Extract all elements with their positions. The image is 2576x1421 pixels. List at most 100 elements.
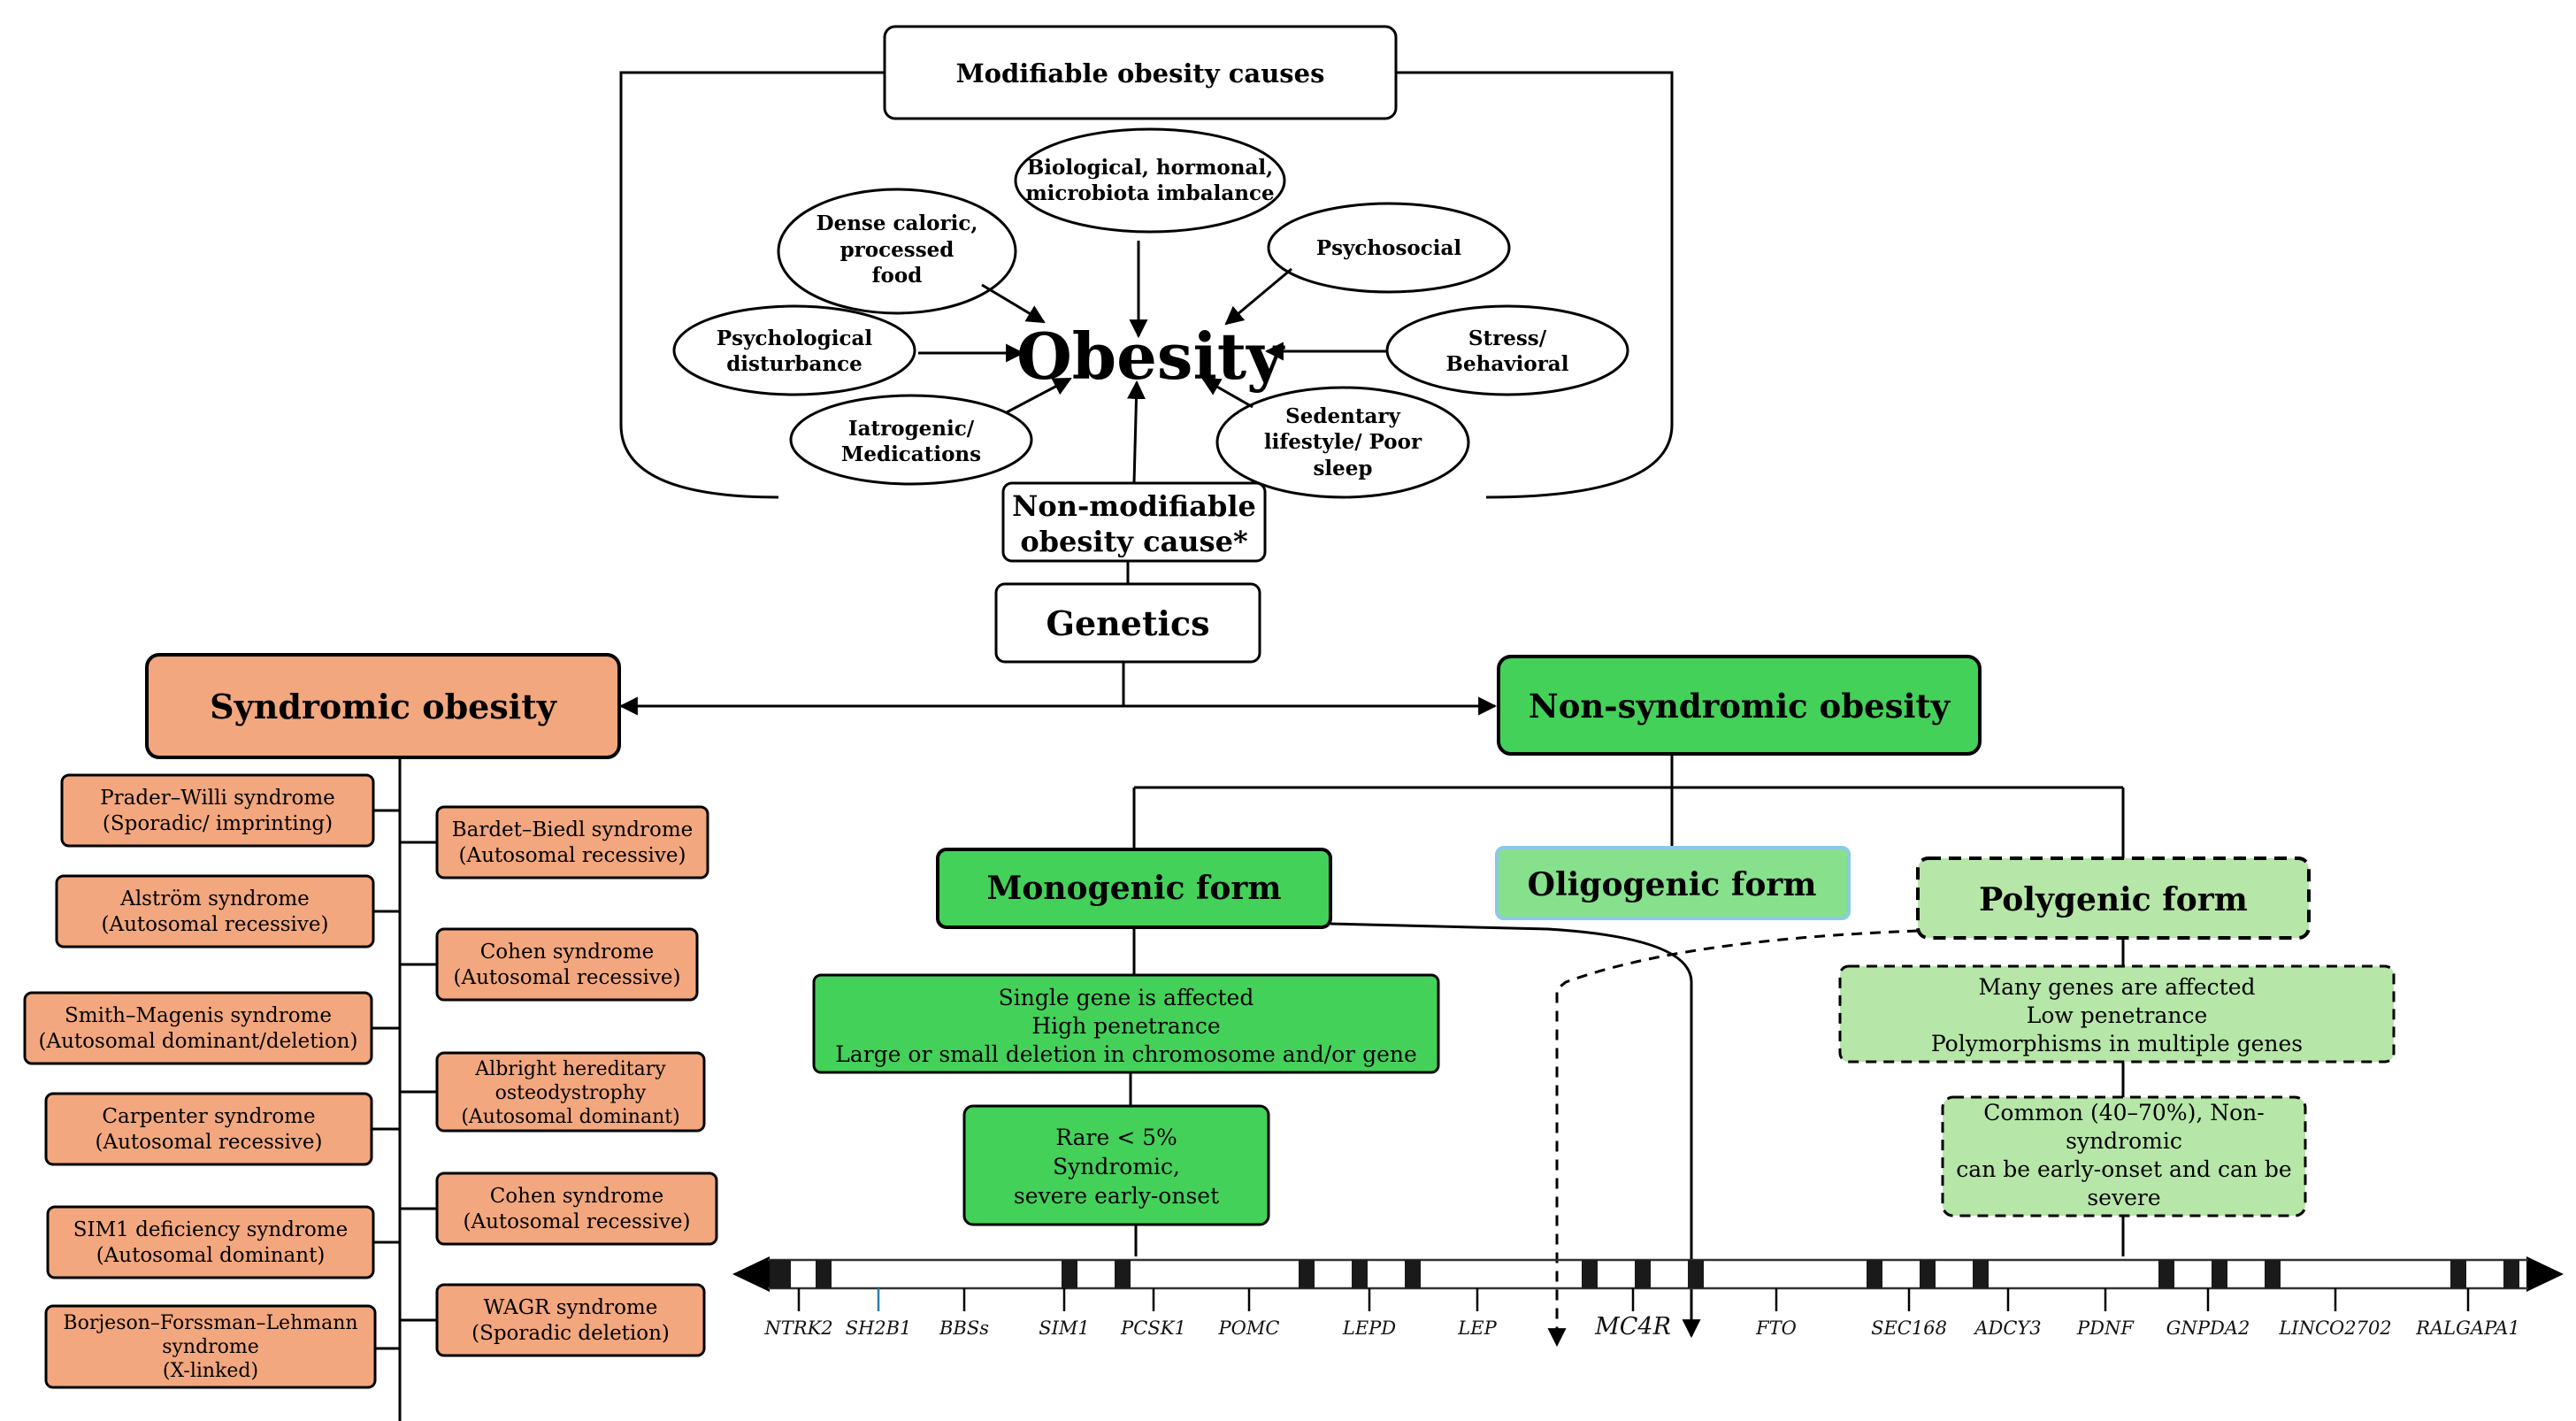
polygenic-prev-line2: syndromic bbox=[2066, 1128, 2182, 1154]
syndrome-name: Smith–Magenis syndrome bbox=[65, 1004, 332, 1027]
chromosome-band bbox=[1299, 1260, 1315, 1288]
syndrome-name: SIM1 deficiency syndrome bbox=[73, 1218, 348, 1241]
gene-label-gnpda2: GNPDA2 bbox=[2166, 1317, 2250, 1339]
gene-label-pdnf: PDNF bbox=[2076, 1317, 2135, 1339]
non-syndromic-title: Non-syndromic obesity bbox=[1529, 687, 1951, 726]
syndrome-inheritance: (Sporadic deletion) bbox=[472, 1322, 670, 1345]
syndrome-name-line2: syndrome bbox=[162, 1336, 259, 1358]
syndrome-inheritance: (Autosomal dominant) bbox=[96, 1244, 326, 1267]
polygenic-prev-line4: severe bbox=[2087, 1185, 2160, 1210]
syndrome-inheritance: (Autosomal dominant) bbox=[461, 1106, 679, 1128]
chromosome-band bbox=[1352, 1260, 1368, 1288]
non-syndromic-title-box: Non-syndromic obesity bbox=[1497, 655, 1982, 756]
monogenic-desc-line1: Single gene is affected bbox=[999, 985, 1254, 1010]
non-modifiable-line2: obesity cause* bbox=[1020, 525, 1248, 558]
factor-stress: Stress/ Behavioral bbox=[1385, 304, 1629, 396]
gene-label-pcsk1: PCSK1 bbox=[1120, 1317, 1186, 1339]
syndrome-inheritance: (Autosomal dominant/deletion) bbox=[39, 1030, 358, 1053]
syndrome-inheritance: (X-linked) bbox=[163, 1360, 258, 1382]
gene-label-linco2702: LINCO2702 bbox=[2278, 1317, 2391, 1339]
factor-sedentary-line2: lifestyle/ Poor bbox=[1264, 430, 1422, 454]
non-syndromic-branches bbox=[1132, 754, 2125, 858]
chromosome-band bbox=[1582, 1260, 1598, 1288]
non-syndromic-section: Non-syndromic obesity Monogenic form Sin… bbox=[812, 655, 2396, 1348]
chromosome-band bbox=[2158, 1260, 2174, 1288]
factor-psychological-line2: disturbance bbox=[726, 352, 862, 376]
monogenic-prev-line3: severe early-onset bbox=[1014, 1183, 1219, 1209]
syndrome-box: Borjeson–Forssman–Lehmann syndrome (X-li… bbox=[44, 1304, 400, 1389]
factor-psychosocial: Psychosocial bbox=[1267, 202, 1511, 294]
non-modifiable-box: Non-modifiable obesity cause* bbox=[1001, 481, 1267, 563]
syndrome-box: Bardet–Biedl syndrome (Autosomal recessi… bbox=[400, 805, 709, 879]
polygenic-to-mc4r-arrow bbox=[1547, 929, 1919, 1348]
polygenic-prev-line3: can be early-onset and can be bbox=[1956, 1156, 2291, 1182]
factor-iatrogenic-line2: Medications bbox=[841, 442, 981, 466]
modifiable-title: Modifiable obesity causes bbox=[956, 58, 1325, 88]
monogenic-prev-line1: Rare < 5% bbox=[1055, 1125, 1177, 1150]
right-bracket bbox=[1396, 71, 1674, 499]
factor-psychological: Psychological disturbance bbox=[672, 304, 916, 396]
chromosome-band bbox=[2265, 1260, 2281, 1288]
syndromic-title: Syndromic obesity bbox=[210, 687, 557, 726]
syndrome-name: Cohen syndrome bbox=[490, 1185, 664, 1208]
gene-label-sim1: SIM1 bbox=[1039, 1317, 1090, 1339]
chromosome-band bbox=[1405, 1260, 1421, 1288]
syndrome-box: Smith–Magenis syndrome (Autosomal domina… bbox=[23, 991, 400, 1065]
axis-right-arrowhead bbox=[2526, 1256, 2564, 1292]
chromosome-band bbox=[2503, 1260, 2519, 1288]
syndrome-name: WAGR syndrome bbox=[484, 1296, 658, 1319]
gene-label-pomc: POMC bbox=[1218, 1317, 1280, 1339]
polygenic-desc-line2: Low penetrance bbox=[2027, 1002, 2208, 1028]
chromosome-band bbox=[1867, 1260, 1882, 1288]
factor-biological-line2: microbiota imbalance bbox=[1025, 181, 1274, 205]
chromosome-band bbox=[1920, 1260, 1936, 1288]
monogenic-to-mc4r-arrow bbox=[1330, 922, 1701, 1339]
syndrome-box: Cohen syndrome (Autosomal recessive) bbox=[400, 1171, 718, 1246]
axis-left-arrowhead bbox=[732, 1256, 770, 1292]
syndrome-inheritance: (Autosomal recessive) bbox=[454, 966, 681, 989]
syndromic-left-list: Prader–Willi syndrome (Sporadic/ imprint… bbox=[23, 773, 400, 1389]
monogenic-box: Monogenic form bbox=[936, 848, 1332, 929]
polygenic-title: Polygenic form bbox=[1979, 881, 2248, 918]
monogenic-desc-line3: Large or small deletion in chromosome an… bbox=[835, 1041, 1417, 1067]
factor-stress-line2: Behavioral bbox=[1446, 352, 1569, 376]
syndrome-box: Cohen syndrome (Autosomal recessive) bbox=[400, 927, 699, 1002]
chromosome-band bbox=[2450, 1260, 2466, 1288]
syndrome-name-line2: osteodystrophy bbox=[495, 1082, 647, 1104]
chromosome-band bbox=[1688, 1260, 1704, 1288]
syndrome-box: Albright hereditary osteodystrophy (Auto… bbox=[400, 1051, 706, 1133]
factor-psychosocial-label: Psychosocial bbox=[1316, 236, 1462, 260]
syndrome-inheritance: (Autosomal recessive) bbox=[459, 844, 686, 867]
factor-biological: Biological, hormonal, microbiota imbalan… bbox=[1014, 127, 1286, 234]
factor-dense-line2: processed bbox=[840, 238, 954, 262]
syndrome-name: Bardet–Biedl syndrome bbox=[452, 818, 694, 841]
gene-label-sec168: SEC168 bbox=[1871, 1317, 1947, 1339]
factor-sedentary-line3: sleep bbox=[1313, 457, 1372, 480]
factor-stress-line1: Stress/ bbox=[1468, 326, 1547, 350]
obesity-center-label: Obesity bbox=[1016, 319, 1285, 394]
monogenic-desc-line2: High penetrance bbox=[1031, 1013, 1220, 1039]
factor-sedentary: Sedentary lifestyle/ Poor sleep bbox=[1215, 386, 1470, 499]
factor-dense-line1: Dense caloric, bbox=[816, 211, 978, 235]
syndrome-box: WAGR syndrome (Sporadic deletion) bbox=[400, 1283, 706, 1357]
monogenic-description-box: Single gene is affected High penetrance … bbox=[812, 973, 1440, 1074]
monogenic-title: Monogenic form bbox=[987, 870, 1282, 907]
factor-iatrogenic: Iatrogenic/ Medications bbox=[789, 394, 1033, 486]
gene-label-adcy3: ADCY3 bbox=[1973, 1317, 2041, 1339]
syndromic-title-box: Syndromic obesity bbox=[145, 653, 621, 759]
syndrome-box: Prader–Willi syndrome (Sporadic/ imprint… bbox=[60, 773, 400, 848]
chromosome-band bbox=[1062, 1260, 1077, 1288]
syndrome-name: Cohen syndrome bbox=[480, 941, 655, 964]
syndrome-name-line1: Albright hereditary bbox=[474, 1058, 666, 1080]
gene-label-sh2b1: SH2B1 bbox=[846, 1317, 912, 1339]
syndrome-name-line1: Borjeson–Forssman–Lehmann bbox=[63, 1312, 357, 1334]
syndromic-right-list: Bardet–Biedl syndrome (Autosomal recessi… bbox=[400, 805, 718, 1357]
polygenic-desc-line1: Many genes are affected bbox=[1978, 974, 2255, 1000]
factor-psychological-line1: Psychological bbox=[717, 326, 872, 350]
gene-label-ntrk2: NTRK2 bbox=[763, 1317, 832, 1339]
left-bracket bbox=[619, 71, 885, 499]
oligogenic-box: Oligogenic form bbox=[1495, 846, 1851, 920]
syndrome-box: Carpenter syndrome (Autosomal recessive) bbox=[44, 1092, 400, 1166]
